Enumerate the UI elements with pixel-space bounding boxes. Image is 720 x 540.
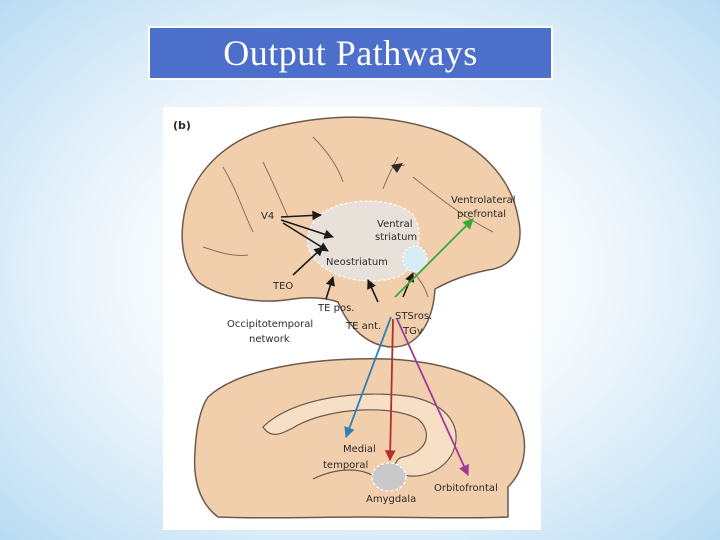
label-tgv: TGv xyxy=(402,326,423,337)
striatum-region xyxy=(306,200,420,282)
label-temporal: temporal xyxy=(323,460,368,471)
label-sts-ros: STSros. xyxy=(395,311,432,322)
label-ventral: Ventral xyxy=(377,219,413,230)
medial-brain-outline xyxy=(193,358,526,519)
ventral-striatum-blob xyxy=(402,245,428,273)
arrow-to-prefrontal xyxy=(394,218,474,298)
internal-arrows xyxy=(280,210,415,303)
label-amygdala: Amygdala xyxy=(366,494,416,505)
label-medial: Medial xyxy=(343,444,376,455)
arrow-to-amygdala xyxy=(384,318,396,462)
label-teo: TEO xyxy=(272,281,293,292)
brain-diagram: (b) V4 TEO TE pos. TE ant. Occipitotempo… xyxy=(173,116,526,519)
arrow-to-medial-temporal xyxy=(344,316,392,439)
label-occipitotemporal-network: network xyxy=(249,334,290,345)
label-v4: V4 xyxy=(261,211,274,222)
brain-figure: (b) V4 TEO TE pos. TE ant. Occipitotempo… xyxy=(163,107,541,530)
label-neostriatum: Neostriatum xyxy=(326,257,388,268)
label-te-ant: TE ant. xyxy=(345,321,381,332)
label-ventrolateral: Ventrolateral xyxy=(451,195,515,206)
label-prefrontal: prefrontal xyxy=(457,209,506,220)
panel-label: (b) xyxy=(173,119,191,132)
label-occipitotemporal: Occipitotemporal xyxy=(227,319,313,330)
slide-title-box: Output Pathways xyxy=(148,26,553,80)
arrow-to-orbitofrontal xyxy=(396,318,469,476)
amygdala-region xyxy=(371,462,407,492)
label-te-pos: TE pos. xyxy=(317,303,354,314)
label-striatum: striatum xyxy=(375,232,417,243)
label-orbitofrontal: Orbitofrontal xyxy=(434,483,498,494)
arcuate-marker xyxy=(391,163,403,173)
lateral-sulci xyxy=(202,136,494,298)
slide-title: Output Pathways xyxy=(223,33,478,73)
